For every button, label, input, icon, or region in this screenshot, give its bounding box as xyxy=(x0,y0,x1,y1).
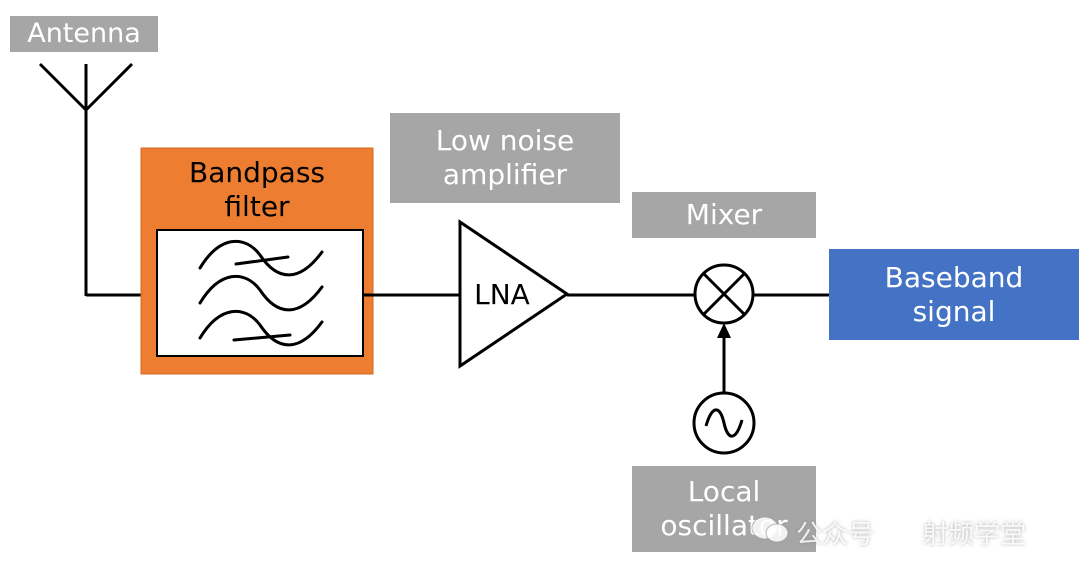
low-noise-amplifier-label: Low noise amplifier xyxy=(390,113,620,203)
watermark-name: 射频学堂 xyxy=(922,520,1027,550)
mixer-label: Mixer xyxy=(632,192,816,238)
antenna-label: Antenna xyxy=(10,16,158,52)
oscillator-icon xyxy=(692,391,756,455)
watermark: 公众号 射频学堂 xyxy=(750,510,1070,554)
antenna-icon xyxy=(38,62,134,296)
filter-symbol-box xyxy=(156,229,364,357)
mixer-icon xyxy=(693,263,755,325)
lna-label: LNA xyxy=(474,278,530,312)
watermark-channel: 公众号 xyxy=(796,520,875,550)
arrow-head-icon xyxy=(717,323,731,338)
lna-triangle xyxy=(458,219,570,369)
baseband-signal-block: Baseband signal xyxy=(829,249,1079,340)
bandpass-filter-label: Bandpass filter xyxy=(189,156,325,223)
filter-waves-icon xyxy=(198,239,324,347)
wechat-icon xyxy=(750,514,790,546)
